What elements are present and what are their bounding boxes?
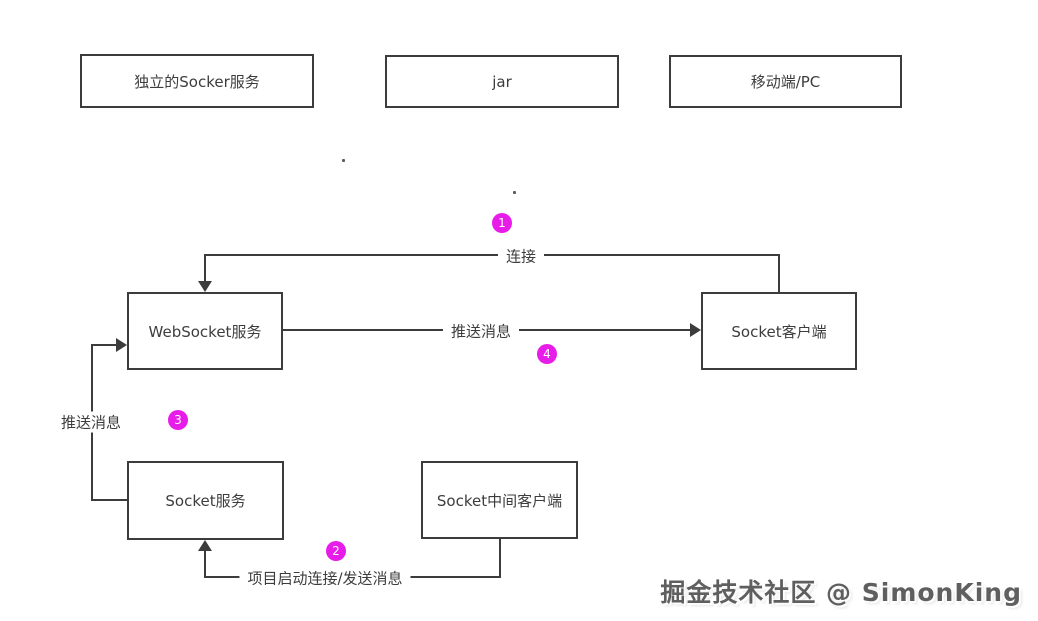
- step-badge-2: 2: [326, 541, 346, 561]
- edge-label-push-message-top: 推送消息: [442, 320, 520, 342]
- step-badge-1: 1: [492, 213, 512, 233]
- node-socket-middle-client: Socket中间客户端: [421, 461, 578, 539]
- stray-dot: [513, 191, 516, 194]
- legend-box-standalone-socker-service: 独立的Socker服务: [80, 54, 314, 108]
- arrowhead-down-icon: [198, 281, 212, 292]
- node-label: Socket客户端: [731, 322, 827, 341]
- edge-project-start-line-vertical-left: [204, 550, 206, 578]
- node-websocket-server: WebSocket服务: [127, 292, 283, 370]
- legend-box-jar: jar: [385, 55, 619, 108]
- arrowhead-right-icon: [116, 338, 127, 352]
- edge-connect-line-horizontal: [204, 254, 780, 256]
- edge-label-push-message-left: 推送消息: [52, 411, 130, 433]
- step-badge-3: 3: [168, 410, 188, 430]
- node-socket-server: Socket服务: [127, 461, 284, 540]
- edge-push-left-line-top: [91, 344, 117, 346]
- edge-push-left-line-bottom: [91, 499, 128, 501]
- node-socket-client: Socket客户端: [701, 292, 857, 370]
- edge-label-project-start: 项目启动连接/发送消息: [239, 567, 411, 589]
- edge-label-connect: 连接: [497, 245, 545, 267]
- legend-box-label: jar: [492, 72, 512, 91]
- legend-box-label: 独立的Socker服务: [134, 72, 260, 91]
- watermark-text: 掘金技术社区 @ SimonKing: [660, 578, 1022, 607]
- arrowhead-up-icon: [198, 540, 212, 551]
- arrowhead-right-icon: [690, 323, 701, 337]
- edge-connect-line-vertical-left: [204, 254, 206, 282]
- edge-connect-line-vertical-right: [778, 254, 780, 292]
- edge-project-start-line-vertical-right: [499, 539, 501, 578]
- node-label: Socket服务: [165, 492, 246, 510]
- legend-box-label: 移动端/PC: [750, 73, 821, 91]
- legend-box-mobile-pc: 移动端/PC: [669, 55, 902, 108]
- stray-dot: [342, 159, 345, 162]
- step-badge-4: 4: [537, 344, 557, 364]
- node-label: WebSocket服务: [148, 322, 262, 341]
- node-label: Socket中间客户端: [436, 491, 563, 510]
